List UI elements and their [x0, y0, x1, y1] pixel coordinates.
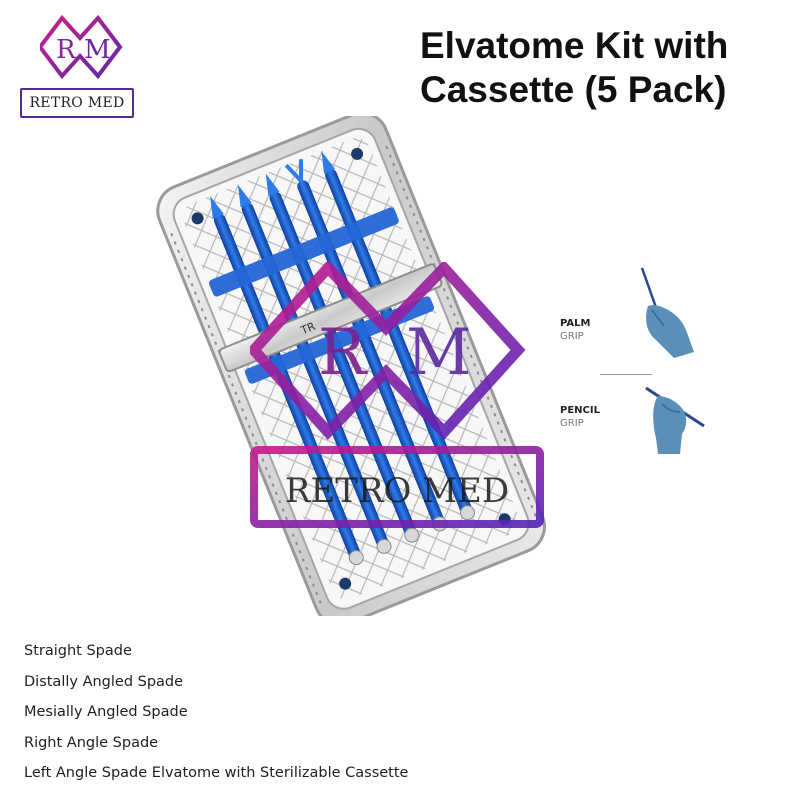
- feature-item: Mesially Angled Spade: [24, 704, 188, 720]
- feature-item: Straight Spade: [24, 643, 132, 659]
- brand-monogram-r: R: [56, 35, 77, 65]
- product-title-line2: Cassette (5 Pack): [420, 69, 727, 110]
- palm-grip-name: PALM: [560, 318, 591, 329]
- product-title-line1: Elvatome Kit with: [420, 25, 729, 66]
- feature-item: Right Angle Spade: [24, 734, 159, 751]
- brand-monogram-m: M: [84, 35, 111, 65]
- feature-item: Left Angle Spade Elvatome with Steriliza…: [24, 765, 409, 781]
- pencil-grip-illustration: PENCIL GRIP: [558, 378, 718, 478]
- cassette-product-image: TR: [156, 116, 546, 616]
- pencil-grip-hand-icon: [645, 386, 705, 454]
- feature-item: Distally Angled Spade: [24, 673, 184, 690]
- palm-grip-illustration: PALM GRIP: [558, 262, 718, 362]
- feature-list: Straight Spade Distally Angled Spade Mes…: [24, 636, 408, 789]
- pencil-grip-name: PENCIL: [560, 405, 600, 416]
- pencil-grip-type: GRIP: [560, 418, 584, 429]
- brand-logo: R M RETRO MED: [20, 14, 138, 124]
- palm-grip-hand-icon: [640, 267, 694, 358]
- brand-monogram-icon: R M: [40, 14, 123, 80]
- palm-grip-type: GRIP: [560, 331, 584, 342]
- brand-name: RETRO MED: [20, 88, 134, 118]
- grip-divider: [600, 374, 652, 375]
- product-title: Elvatome Kit with Cassette (5 Pack): [420, 24, 780, 112]
- cassette-tray: TR: [156, 116, 546, 616]
